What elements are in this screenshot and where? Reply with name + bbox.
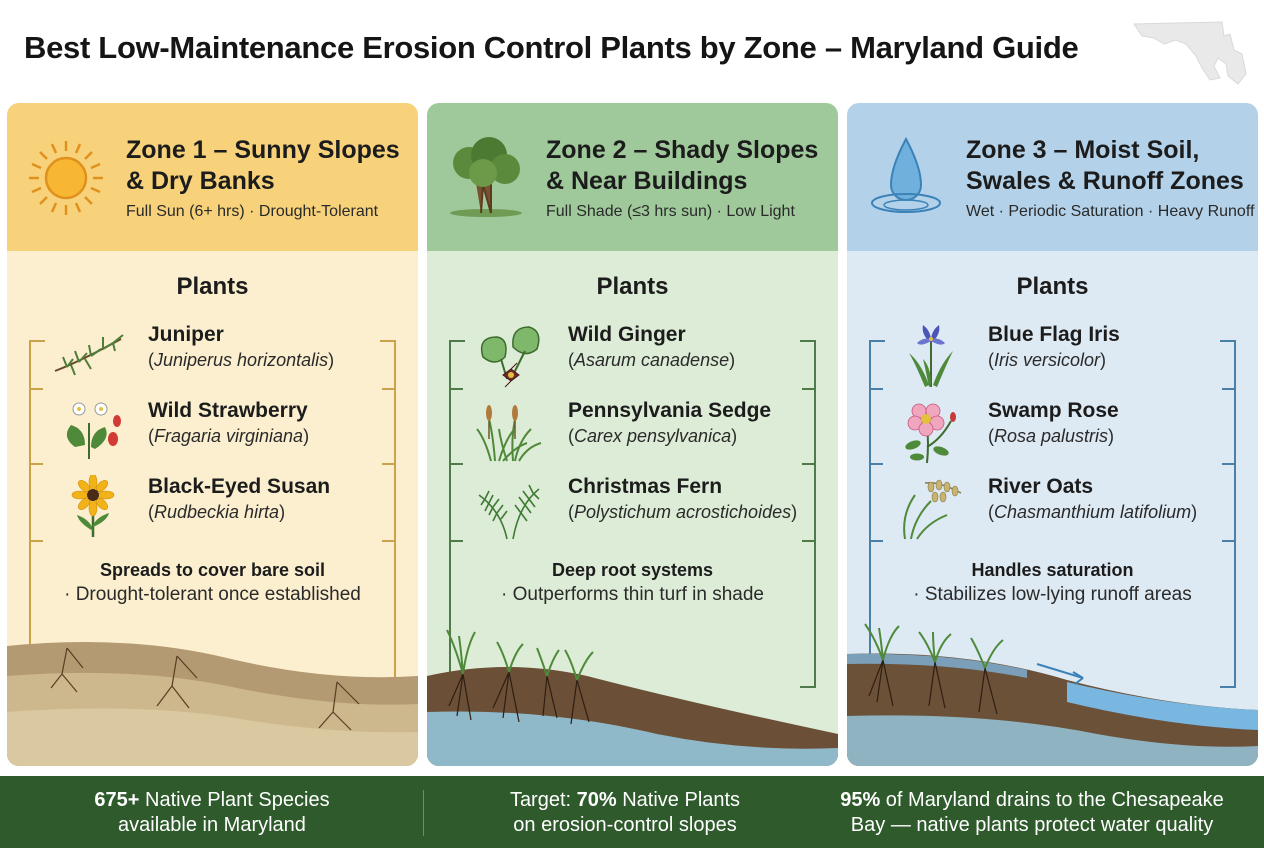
shade-soil-illustration: [427, 629, 838, 766]
rose-icon: [905, 403, 956, 464]
wild-ginger-icon: [480, 326, 540, 388]
zone-2-benefit-secondary: · Outperforms thin turf in shade: [501, 584, 764, 605]
tree-icon: [450, 137, 522, 217]
zone-3-card: Zone 3 – Moist Soil, Swales & Runoff Zon…: [847, 103, 1258, 766]
zone-1-benefit-secondary: · Drought-tolerant once established: [64, 584, 361, 605]
bracket-right: [1220, 340, 1236, 688]
stat-native-target: Target: 70% Native Plants on erosion-con…: [509, 789, 741, 836]
zone-1-benefit-primary: Spreads to cover bare soil: [99, 560, 326, 580]
zone-2-subtitle: Full Shade (≤3 hrs sun) · Low Light: [546, 203, 795, 220]
page-title: Best Low-Maintenance Erosion Control Pla…: [24, 30, 1079, 65]
bracket-left: [29, 340, 45, 688]
wet-soil-illustration: [847, 623, 1258, 766]
zone-2-card: Zone 2 – Shady Slopes & Near Buildings F…: [427, 103, 838, 766]
plant-juniper: Juniper (Juniperus horizontalis): [51, 323, 401, 389]
maryland-map-icon: [1133, 21, 1247, 85]
zone-1-title: Zone 1 – Sunny Slopes & Dry Banks: [126, 136, 400, 195]
river-oats-icon: [903, 479, 962, 540]
black-eyed-susan-icon: [71, 475, 115, 537]
footer-divider: [423, 790, 424, 836]
bracket-right: [380, 340, 396, 688]
zone-2-title: Zone 2 – Shady Slopes & Near Buildings: [546, 136, 819, 195]
bracket-left: [869, 340, 885, 688]
plant-river-oats: River Oats (Chasmanthium latifolium): [891, 475, 1241, 541]
zone-2-plants-heading: Plants: [596, 273, 669, 300]
zone-1-card: Zone 1 – Sunny Slopes & Dry Banks Full S…: [7, 103, 418, 766]
zone-2-benefit-primary: Deep root systems: [551, 560, 714, 580]
zone-3-subtitle: Wet · Periodic Saturation · Heavy Runoff: [966, 203, 1255, 220]
plant-swamp-rose: Swamp Rose (Rosa palustris): [891, 399, 1241, 465]
plant-pennsylvania-sedge: Pennsylvania Sedge (Carex pensylvanica): [471, 399, 821, 465]
strawberry-icon: [66, 402, 121, 459]
zone-1-subtitle: Full Sun (6+ hrs) · Drought-Tolerant: [126, 203, 379, 220]
plant-blue-flag-iris: Blue Flag Iris (Iris versicolor): [891, 323, 1241, 389]
sedge-icon: [476, 405, 542, 462]
iris-icon: [909, 325, 953, 387]
water-drop-icon: [871, 136, 941, 213]
bracket-left: [449, 340, 465, 688]
zone-3-plants-heading: Plants: [1016, 273, 1089, 300]
stat-native-species: 675+ Native Plant Species available in M…: [94, 789, 330, 836]
plant-wild-strawberry: Wild Strawberry (Fragaria virginiana): [51, 399, 401, 465]
footer-stats-bar: 675+ Native Plant Species available in M…: [0, 776, 1264, 848]
zone-3-benefit-secondary: · Stabilizes low-lying runoff areas: [913, 584, 1192, 605]
plant-christmas-fern: Christmas Fern (Polystichum acrostichoid…: [471, 475, 821, 541]
juniper-icon: [54, 334, 124, 376]
plant-black-eyed-susan: Black-Eyed Susan (Rudbeckia hirta): [51, 475, 401, 541]
zone-1-plants-heading: Plants: [176, 273, 249, 300]
plant-wild-ginger: Wild Ginger (Asarum canadense): [471, 323, 821, 389]
zone-3-title: Zone 3 – Moist Soil, Swales & Runoff Zon…: [966, 136, 1244, 195]
fern-icon: [478, 484, 540, 540]
sun-icon: [29, 141, 103, 215]
zone-3-benefit-primary: Handles saturation: [971, 560, 1134, 580]
dry-soil-illustration: [7, 642, 418, 766]
bracket-right: [800, 340, 816, 688]
stat-chesapeake-drainage: 95% of Maryland drains to the Chesapeake…: [840, 789, 1224, 836]
